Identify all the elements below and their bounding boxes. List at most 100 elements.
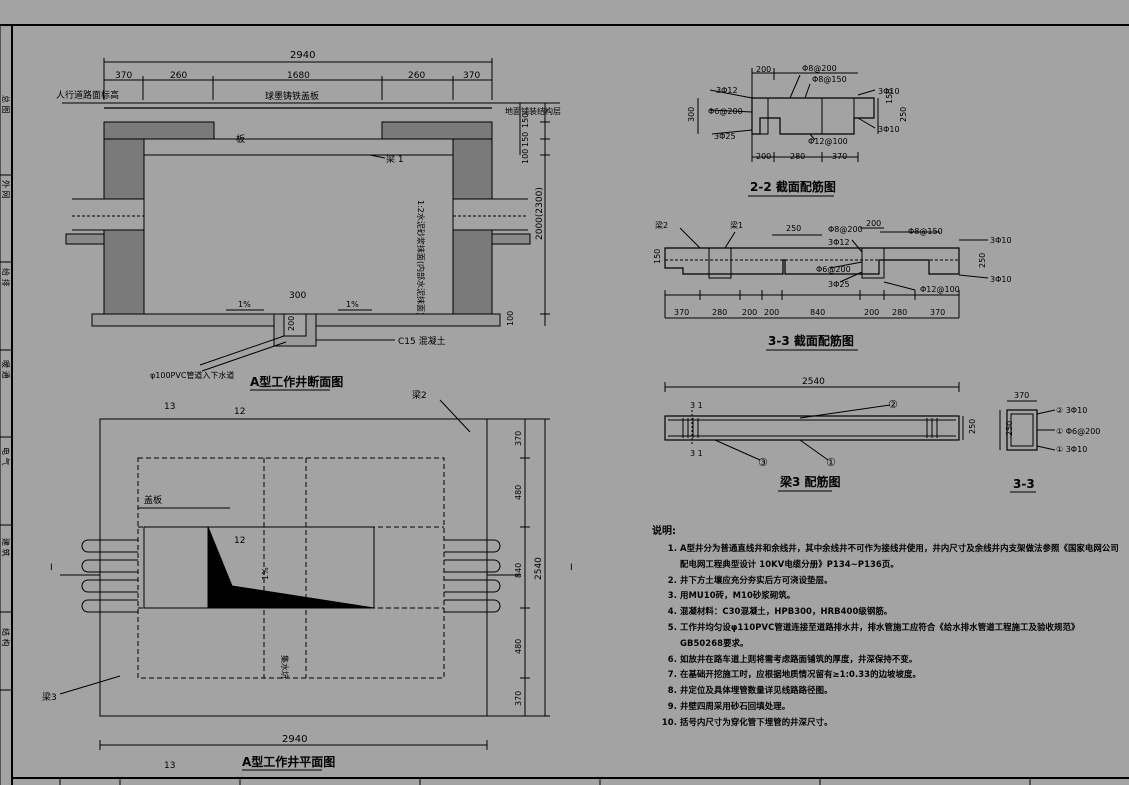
label-i-right: I — [570, 563, 573, 573]
side-label: 建 筑 — [1, 538, 11, 557]
beam3-sec-dim-w: 370 — [1014, 391, 1029, 400]
label-13a: 13 — [164, 402, 175, 412]
sec22-lbl-7: Φ12@100 — [808, 137, 848, 146]
sec22-lbl-1: Φ8@150 — [812, 75, 847, 84]
sec22-dim-b0: 200 — [756, 152, 771, 161]
dim-pr-480b: 480 — [514, 639, 523, 654]
side-label: 总 图 — [1, 95, 11, 114]
label-i-left: I — [50, 563, 53, 573]
label-drain: 集水坑 — [280, 655, 290, 679]
sec33-lbl-1: Φ8@150 — [908, 227, 943, 236]
beam3-sec-title: 3-3 — [1013, 477, 1035, 491]
sec33-lbl-7: Φ12@100 — [920, 285, 960, 294]
note-item: 井定位及具体埋管数量详见线路路径图。 — [680, 683, 1122, 699]
note-item: 用MU10砖，M10砂浆砌筑。 — [680, 588, 1122, 604]
sec22-dim-left: 300 — [687, 107, 696, 122]
dim-r-2000: 2000(2300) — [535, 187, 545, 240]
sec22-lbl-0: Φ8@200 — [802, 64, 837, 73]
sec33-dim-250: 250 — [786, 224, 801, 233]
dim-r-100b: 100 — [506, 311, 515, 326]
sec33-lbl-6: 3Φ25 — [828, 280, 850, 289]
sec33-lbl-2: 3Φ12 — [828, 238, 850, 247]
dim-370: 370 — [115, 71, 132, 81]
sump-width: 300 — [289, 291, 306, 301]
sec22-lbl-6: 3Φ25 — [714, 132, 736, 141]
pipe-coils-left — [81, 539, 138, 613]
sump-depth: 200 — [287, 316, 296, 331]
dim-r-150a: 150 — [521, 113, 530, 128]
dim-plan-bottom: 2940 — [282, 734, 307, 745]
sec33-b7: 370 — [930, 308, 945, 317]
sec33-beam1: 梁1 — [730, 221, 743, 230]
sec33-dim-right: 250 — [978, 253, 987, 268]
label-road-level: 人行道路面标高 — [56, 89, 119, 101]
dim-pr-370a: 370 — [514, 431, 523, 446]
label-slab: 板 — [236, 133, 245, 145]
note-item: 括号内尺寸为穿化管下埋管的井深尺寸。 — [680, 715, 1122, 731]
notes-heading: 说明: — [652, 526, 676, 537]
dim-r-100: 100 — [521, 149, 530, 164]
sec33-beam2: 梁2 — [655, 221, 668, 230]
sec22-dim-r1: 150 — [885, 89, 894, 104]
dim-pr-840: 840 — [514, 563, 523, 578]
dim-total: 2940 — [290, 50, 315, 61]
sec22-lbl-5: 3Φ10 — [878, 125, 900, 134]
sec33-b0: 370 — [674, 308, 689, 317]
label-cover-plan: 盖板 — [144, 494, 162, 506]
label-beam1: 梁 1 — [386, 153, 404, 165]
side-label: 给 排 — [1, 268, 11, 287]
notes-block: 说明: A型井分为普通直线井和余线井，其中余线井不可作为接线井使用，井内尺寸及余… — [652, 522, 1122, 731]
label-concrete: C15 混凝土 — [398, 335, 446, 347]
beam3-dim-h: 250 — [968, 419, 977, 434]
sec22-lbl-2: 3Φ12 — [716, 86, 738, 95]
label-plaster: 1:2水泥砂浆抹面(内部水泥抹面) — [416, 200, 426, 315]
beam3-31a: 3 1 — [690, 401, 703, 410]
sec33-b2: 200 — [742, 308, 757, 317]
note-item: 井壁四周采用砂石回填处理。 — [680, 699, 1122, 715]
note-item: 井下方土壤应充分夯实后方可浇设垫层。 — [680, 573, 1122, 589]
sec33-b1: 280 — [712, 308, 727, 317]
sec33-b3: 200 — [764, 308, 779, 317]
side-label: 结 构 — [1, 628, 11, 647]
section-a-title: A型工作井断面图 — [250, 374, 343, 389]
side-label: 外 网 — [1, 180, 11, 199]
label-pipe: φ100PVC管道入下水道 — [150, 370, 234, 380]
label-cover: 球墨铸铁盖板 — [265, 90, 319, 102]
pipe-coils-right — [444, 539, 501, 613]
sec22-title: 2-2 截面配筋图 — [750, 179, 836, 194]
beam3-sec-lbl-1: ① Φ6@200 — [1056, 427, 1100, 436]
label-13b: 13 — [164, 761, 175, 771]
sec22-drawing — [697, 68, 879, 162]
beam3-mark2: ② — [888, 398, 898, 411]
sec33-dim-left: 150 — [653, 249, 662, 264]
beam3-mark1: ① — [826, 456, 836, 469]
note-item: 工作井均匀设φ110PVC管道连接至道路排水井，排水管施工应符合《给水排水管道工… — [680, 620, 1122, 652]
note-item: 如放井在路车道上则将需考虑路面铺筑的厚度，井深保持不变。 — [680, 652, 1122, 668]
sec33-labels: 梁2 梁1 250 200 Φ8@200 Φ8@150 3Φ12 3Φ10 Φ6… — [653, 219, 1012, 348]
side-label: 暖 通 — [1, 360, 11, 379]
slope-left: 1% — [238, 300, 251, 309]
sec33-lbl-0: Φ8@200 — [828, 225, 863, 234]
label-beam2: 梁2 — [412, 389, 427, 401]
label-beam3-plan: 梁3 — [42, 691, 57, 703]
sec22-dim-200: 200 — [756, 65, 771, 74]
section-a-labels: 2940 370 260 1680 260 370 人行道路面标高 球墨铸铁盖板… — [56, 50, 561, 389]
sec33-lbl-5: 3Φ10 — [990, 275, 1012, 284]
dim-pr-370b: 370 — [514, 691, 523, 706]
note-item: A型井分为普通直线井和余线井，其中余线井不可作为接线井使用，井内尺寸及余线井内支… — [680, 541, 1122, 573]
dim-pr-480a: 480 — [514, 485, 523, 500]
sec33-b4: 840 — [810, 308, 825, 317]
dim-260b: 260 — [408, 71, 425, 81]
sec33-drawing — [664, 227, 989, 319]
dim-370b: 370 — [463, 71, 480, 81]
slope-right: 1% — [346, 300, 359, 309]
dim-260: 260 — [170, 71, 187, 81]
label-12b: 12 — [234, 536, 245, 546]
note-item: 在基础开挖施工时，应根据地质情况留有≥1:0.33的边坡坡度。 — [680, 667, 1122, 683]
notes-list: A型井分为普通直线井和余线井，其中余线井不可作为接线井使用，井内尺寸及余线井内支… — [652, 541, 1122, 731]
beam3-31b: 3 1 — [690, 449, 703, 458]
sec22-lbl-4: Φ6@200 — [708, 107, 743, 116]
beam3-labels: 2540 3 1 3 1 ② ③ ① 250 梁3 配筋图 370 250 ② … — [690, 377, 1100, 491]
side-label: 电 气 — [1, 447, 11, 466]
